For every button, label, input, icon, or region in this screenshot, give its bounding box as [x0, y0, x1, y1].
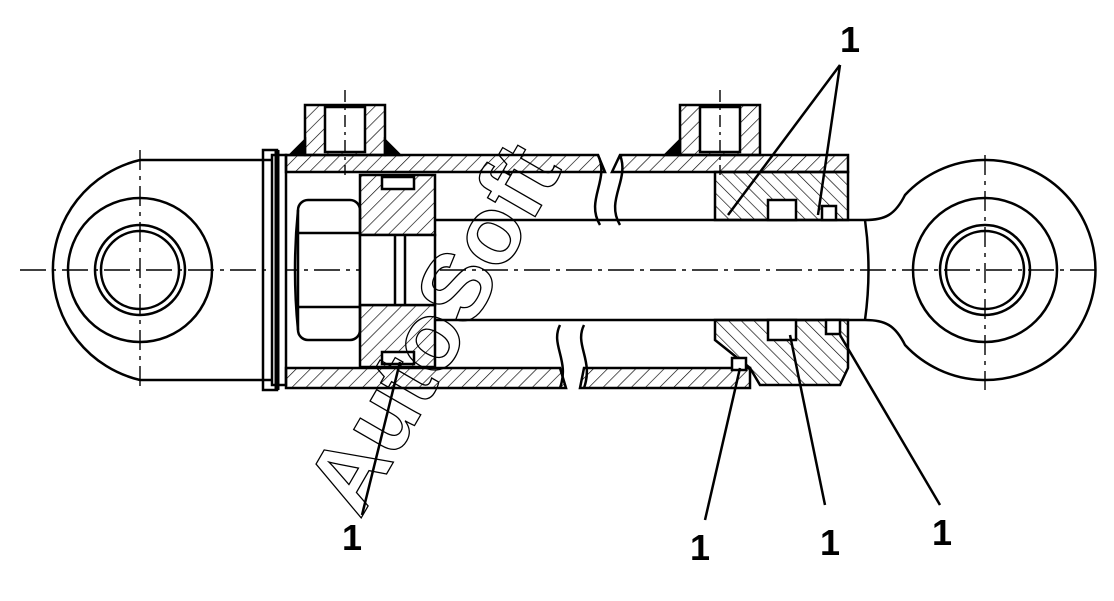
left-port: [286, 90, 404, 175]
callout-label-gland-mid: 1: [820, 522, 840, 563]
left-end-cap: [261, 148, 288, 392]
left-mounting-eye: [51, 150, 275, 390]
cylinder-barrel: [284, 153, 850, 390]
right-port: [661, 90, 762, 175]
rod-gland: [713, 170, 850, 387]
callout-label-piston: 1: [342, 517, 362, 558]
callout-label-gland-outer: 1: [690, 527, 710, 568]
right-mounting-eye: [864, 155, 1097, 390]
callout-label-top: 1: [840, 19, 860, 60]
piston: [358, 173, 437, 369]
callout-label-gland-inner: 1: [932, 512, 952, 553]
callout-leaders: [360, 64, 942, 521]
